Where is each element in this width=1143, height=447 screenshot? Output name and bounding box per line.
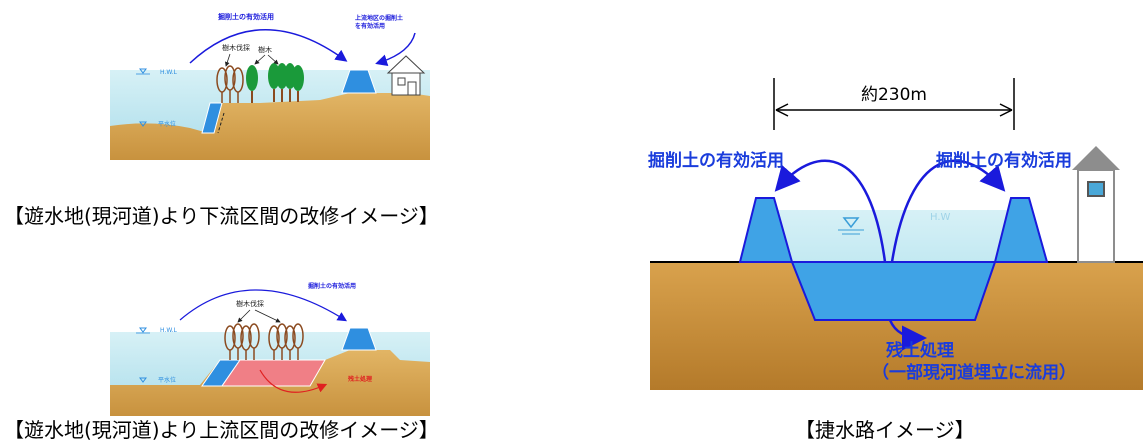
caption-cutoff-channel: 【捷水路イメージ】 — [795, 418, 975, 442]
reuse-arrow-right — [890, 159, 1006, 263]
trees-label: 樹木 — [258, 45, 272, 54]
upstream-reuse-label-2: を有効活用 — [355, 22, 385, 30]
normal-water-label: 平水位 — [158, 120, 176, 128]
cutoff-channel-diagram: 約230m H.W 掘削土の有効活用 掘削土の有効活用 残土処理 （一部現河道埋… — [630, 70, 1143, 390]
surplus-arrow — [259, 369, 328, 393]
ground — [110, 93, 430, 160]
normal-water-marker-icon — [139, 121, 147, 127]
excavated-channel — [790, 261, 997, 321]
hwl-label: H.W.L — [160, 69, 177, 76]
hw-label: H.W — [930, 212, 951, 223]
levee — [341, 327, 377, 351]
caption-upstream: 【遊水地(現河道)より上流区間の改修イメージ】 — [4, 418, 439, 442]
levee-right — [993, 197, 1049, 263]
cutoff-channel-svg: 約230m H.W 掘削土の有効活用 掘削土の有効活用 残土処理 （一部現河道埋… — [648, 78, 1143, 390]
levee-left — [738, 197, 794, 263]
reuse-label-right: 掘削土の有効活用 — [936, 150, 1072, 171]
hwl-label: H.W.L — [160, 327, 177, 334]
normal-water-label: 平水位 — [158, 376, 176, 384]
tree-felling-label: 樹木伐採 — [236, 299, 264, 308]
excavated-reuse-label: 掘削土の有効活用 — [218, 12, 274, 21]
hwl-marker-icon — [139, 327, 147, 333]
ground — [650, 262, 1143, 390]
caption-downstream: 【遊水地(現河道)より下流区間の改修イメージ】 — [4, 204, 439, 228]
trees — [216, 63, 304, 103]
hw-marker-icon — [842, 217, 860, 229]
tree-felling-label: 樹木伐採 — [222, 43, 250, 52]
reuse-arrow — [189, 29, 348, 64]
width-label: 約230m — [861, 85, 927, 105]
dashed-excavation-line — [217, 112, 225, 134]
reuse-arrow — [179, 289, 348, 322]
hwl-marker-icon — [139, 68, 147, 74]
downstream-section-svg: 掘削土の有効活用 上流地区の掘削土 を有効活用 樹木伐採 樹木 H.W.L 平水… — [110, 12, 430, 160]
upstream-section-svg: 掘削土の有効活用 樹木伐採 残土処理 H.W.L 平水位 — [110, 282, 430, 416]
surplus-soil-label: 残土処理 — [348, 375, 372, 383]
high-water-area — [770, 210, 1020, 262]
surplus-label-1: 残土処理 — [886, 340, 954, 361]
levee — [341, 69, 377, 94]
house-icon — [386, 55, 426, 96]
surplus-arrow — [888, 319, 927, 351]
normal-water-marker-icon — [139, 377, 147, 383]
upstream-reuse-arrow — [375, 32, 416, 67]
excavated-reuse-label: 掘削土の有効活用 — [308, 282, 356, 290]
trees — [224, 323, 304, 360]
upstream-reuse-label-1: 上流地区の掘削土 — [355, 14, 403, 22]
surplus-label-2: （一部現河道埋立に流用） — [872, 362, 1076, 383]
downstream-section-diagram: 掘削土の有効活用 上流地区の掘削土 を有効活用 樹木伐採 樹木 H.W.L 平水… — [110, 8, 430, 163]
house-icon — [1072, 146, 1120, 263]
reuse-label-left: 掘削土の有効活用 — [648, 150, 784, 171]
reuse-arrow-left — [774, 159, 887, 263]
surplus-soil-area — [221, 359, 326, 387]
upstream-section-diagram: 掘削土の有効活用 樹木伐採 残土処理 H.W.L 平水位 — [110, 270, 430, 420]
